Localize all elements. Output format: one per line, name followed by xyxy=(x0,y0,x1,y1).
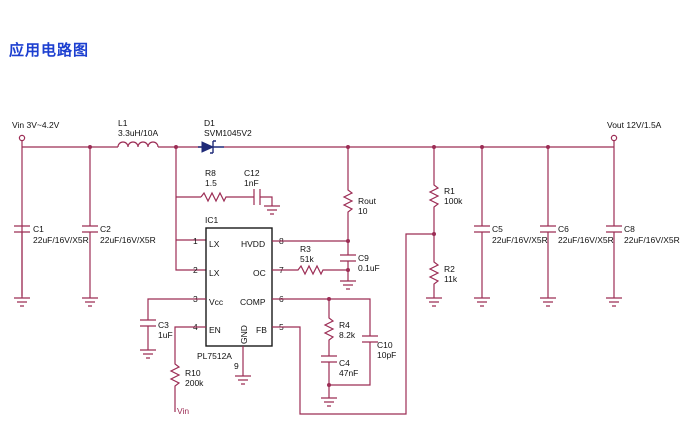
ic-pin-name: FB xyxy=(256,325,267,335)
capacitor-c1 xyxy=(14,225,30,307)
ic1-ref: IC1 xyxy=(205,215,219,225)
ic-pin-name: OC xyxy=(253,268,266,278)
r1-value: 100k xyxy=(444,196,463,206)
c6-ref: C6 xyxy=(558,224,569,234)
c4-ref: C4 xyxy=(339,358,350,368)
lx-node-wire xyxy=(175,147,206,271)
r1-ref: R1 xyxy=(444,186,455,196)
r4-value: 8.2k xyxy=(339,330,356,340)
comp-wire xyxy=(272,298,371,336)
c2-ref: C2 xyxy=(100,224,111,234)
resistor-r2 xyxy=(428,234,440,298)
resistor-r8 xyxy=(200,191,254,203)
vcc-wire xyxy=(147,298,206,320)
d1-value: SVM1045V2 xyxy=(204,128,252,138)
capacitor-c6 xyxy=(540,147,556,307)
vout-terminal xyxy=(610,134,618,142)
c1-ref: C1 xyxy=(33,224,44,234)
vin-terminal xyxy=(18,134,26,142)
r4-ref: R4 xyxy=(339,320,350,330)
c12-value: 1nF xyxy=(244,178,259,188)
resistor-rout xyxy=(342,147,354,241)
junction-dot xyxy=(346,268,350,272)
r2-ref: R2 xyxy=(444,264,455,274)
c6-value: 22uF/16V/X5R xyxy=(558,235,614,245)
resistor-r1 xyxy=(428,147,440,234)
ic-pin-name: HVDD xyxy=(241,239,265,249)
d1-ref: D1 xyxy=(204,118,215,128)
capacitor-c3 xyxy=(140,319,156,359)
ic-pin-number: 2 xyxy=(193,265,198,275)
r8-value: 1.5 xyxy=(205,178,217,188)
r8-ref: R8 xyxy=(205,168,216,178)
vout-net-label: Vout 12V/1.5A xyxy=(607,120,662,130)
capacitor-c12 xyxy=(253,189,280,215)
ic-pin-name: COMP xyxy=(240,297,266,307)
c8-value: 22uF/16V/X5R xyxy=(624,235,680,245)
ic-pin-name: LX xyxy=(209,239,220,249)
rout-ref: Rout xyxy=(358,196,377,206)
diode-d1 xyxy=(198,140,224,154)
r10-value: 200k xyxy=(185,378,204,388)
ic-pin-name: LX xyxy=(209,268,220,278)
resistor-r10 xyxy=(169,326,206,412)
ic-pin-name: EN xyxy=(209,325,221,335)
ic1-body xyxy=(205,227,273,347)
feedback-wire xyxy=(272,233,434,415)
c3-value: 1uF xyxy=(158,330,173,340)
ic-pin-name: Vcc xyxy=(209,297,224,307)
ic-pin-number: 9 xyxy=(234,361,239,371)
ground-symbol xyxy=(426,297,442,307)
ic-pin-number: 1 xyxy=(193,236,198,246)
l1-ref: L1 xyxy=(118,118,128,128)
vin-small-label: Vin xyxy=(177,406,189,416)
c3-ref: C3 xyxy=(158,320,169,330)
c12-ref: C12 xyxy=(244,168,260,178)
c5-ref: C5 xyxy=(492,224,503,234)
capacitor-c2 xyxy=(82,147,98,307)
capacitor-c5 xyxy=(474,147,490,307)
inductor-l1 xyxy=(117,141,159,148)
c4-value: 47nF xyxy=(339,368,358,378)
ic1-part: PL7512A xyxy=(197,351,232,361)
c10-value: 10pF xyxy=(377,350,396,360)
ground-symbol xyxy=(235,375,251,385)
resistor-r3 xyxy=(272,264,348,276)
capacitor-c8 xyxy=(606,141,622,307)
r10-ref: R10 xyxy=(185,368,201,378)
ic-pin-name: GND xyxy=(239,325,249,344)
resistor-r4 xyxy=(323,299,335,356)
page-title: 应用电路图 xyxy=(9,41,90,59)
r2-value: 11k xyxy=(444,274,458,284)
c1-value: 22uF/16V/X5R xyxy=(33,235,89,245)
c9-ref: C9 xyxy=(358,253,369,263)
c5-value: 22uF/16V/X5R xyxy=(492,235,548,245)
r3-value: 51k xyxy=(300,254,314,264)
capacitor-c10 xyxy=(329,335,378,386)
capacitor-c9 xyxy=(340,241,356,290)
c9-value: 0.1uF xyxy=(358,263,380,273)
c10-ref: C10 xyxy=(377,340,393,350)
r3-ref: R3 xyxy=(300,244,311,254)
rout-value: 10 xyxy=(358,206,368,216)
l1-value: 3.3uH/10A xyxy=(118,128,158,138)
c2-value: 22uF/16V/X5R xyxy=(100,235,156,245)
vin-net-label: Vin 3V~4.2V xyxy=(12,120,60,130)
junction-dot xyxy=(327,383,331,387)
c8-ref: C8 xyxy=(624,224,635,234)
capacitor-c4 xyxy=(321,355,337,407)
